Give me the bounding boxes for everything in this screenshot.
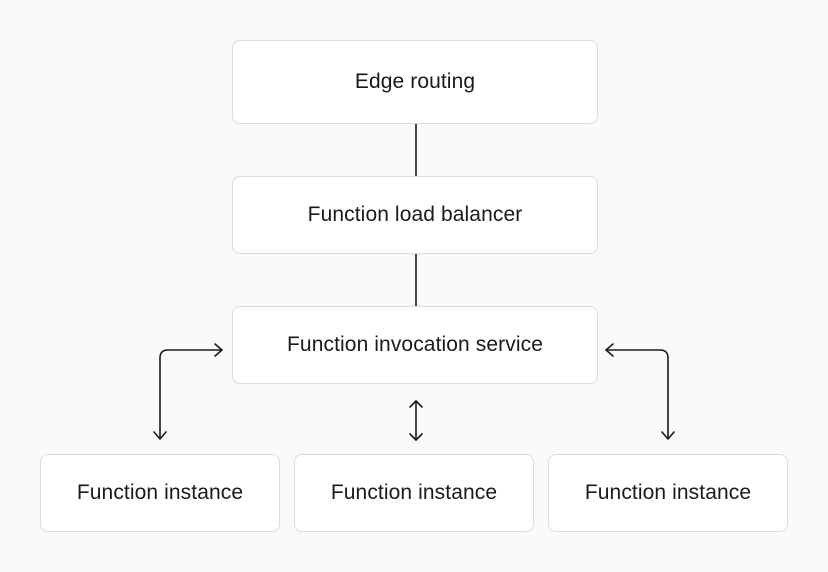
node-function-instance-2: Function instance [294,454,534,532]
arrowhead-down [153,431,167,440]
node-label: Function load balancer [307,203,523,226]
node-label: Function instance [76,481,244,504]
node-label: Function instance [584,481,752,504]
connector-invocation-to-instance-2 [409,400,423,441]
arrowhead-down [661,431,675,440]
arrowhead-right [214,343,223,357]
arrowhead-down [409,433,423,441]
connector-invocation-to-instance-3 [605,343,675,440]
node-label: Function invocation service [287,333,543,356]
node-label: Function instance [330,481,498,504]
connector-invocation-to-instance-1 [153,343,223,440]
node-function-instance-1: Function instance [40,454,280,532]
node-label: Edge routing [354,70,476,93]
node-function-invocation-service: Function invocation service [232,306,598,384]
arrowhead-left [605,343,614,357]
arrowhead-up [409,400,423,408]
node-function-instance-3: Function instance [548,454,788,532]
node-edge-routing: Edge routing [232,40,598,124]
node-function-load-balancer: Function load balancer [232,176,598,254]
